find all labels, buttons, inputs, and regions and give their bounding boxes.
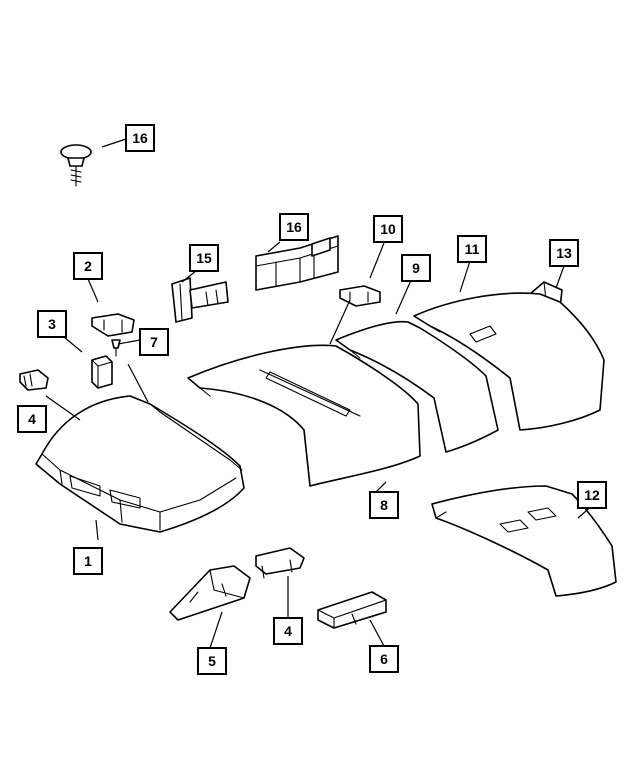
- callout-16-label: 16: [286, 219, 302, 235]
- callout-3: 3: [37, 310, 67, 338]
- cap-4-upper: [19, 369, 49, 391]
- callout-1: 1: [73, 547, 103, 575]
- front-headliner-panel: [413, 292, 605, 431]
- overhead-panel-12: [431, 485, 617, 597]
- callout-2-label: 2: [84, 258, 92, 274]
- callout-2: 2: [73, 252, 103, 280]
- callout-5: 5: [197, 647, 227, 675]
- block-3: [91, 355, 113, 389]
- callout-9: 9: [401, 254, 431, 282]
- callout-7: 7: [139, 328, 169, 356]
- fastener-7: [111, 339, 121, 357]
- callout-15-label: 15: [196, 250, 212, 266]
- callout-6: 6: [369, 645, 399, 673]
- callout-1-label: 1: [84, 553, 92, 569]
- callout-4-upper: 4: [17, 405, 47, 433]
- callout-4-lower-label: 4: [284, 623, 292, 639]
- callout-4-lower: 4: [273, 617, 303, 645]
- callout-14-label: 16: [132, 130, 148, 146]
- bracket-5: [169, 565, 251, 621]
- bracket-16: [255, 235, 339, 291]
- callout-10-label: 10: [380, 221, 396, 237]
- callout-11-label: 11: [465, 241, 480, 257]
- bracket-15: [171, 277, 229, 323]
- callout-13-label: 13: [556, 245, 572, 261]
- callout-4-upper-label: 4: [28, 411, 36, 427]
- callout-7-label: 7: [150, 334, 158, 350]
- callout-5-label: 5: [208, 653, 216, 669]
- block-6: [317, 591, 387, 629]
- callout-13: 13: [549, 239, 579, 267]
- callout-8: 8: [369, 491, 399, 519]
- callout-9-label: 9: [412, 260, 420, 276]
- fastener-push-pin: [60, 144, 92, 187]
- callout-12-label: 12: [584, 487, 600, 503]
- callout-11: 11: [457, 235, 487, 263]
- callout-8-label: 8: [380, 497, 388, 513]
- rear-headliner-panel: [35, 395, 245, 533]
- callout-10: 10: [373, 215, 403, 243]
- main-headliner-panel: [187, 344, 421, 487]
- cap-4-lower: [255, 547, 305, 579]
- headliner-strip: [335, 320, 499, 453]
- callout-6-label: 6: [380, 651, 388, 667]
- callout-12: 12: [577, 481, 607, 509]
- callout-15: 15: [189, 244, 219, 272]
- callout-16: 16: [279, 213, 309, 241]
- callout-3-label: 3: [48, 316, 56, 332]
- clip-2: [91, 313, 135, 337]
- clip-10: [339, 285, 381, 307]
- callout-14: 16: [125, 124, 155, 152]
